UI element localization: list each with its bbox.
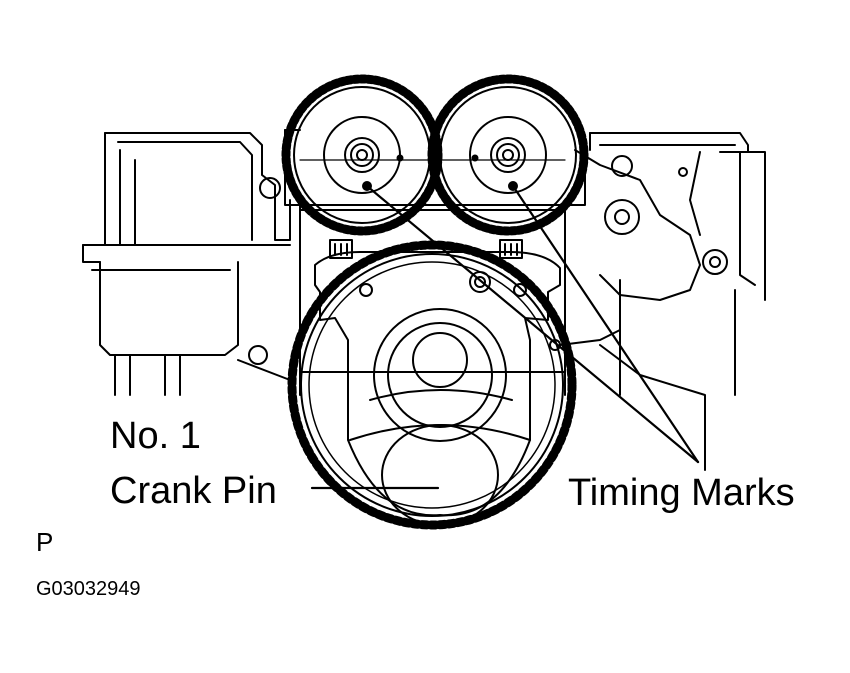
timing-leader-2 bbox=[511, 184, 700, 464]
crank-web bbox=[314, 251, 561, 526]
crank-pin-label: Crank Pin bbox=[110, 470, 277, 512]
figure-id-label: G03032949 bbox=[36, 578, 141, 600]
leader-lines bbox=[310, 184, 700, 490]
view-label: P bbox=[36, 527, 54, 557]
left-housing bbox=[82, 132, 291, 396]
timing-leader-1 bbox=[365, 184, 700, 464]
right-cam-gear bbox=[427, 74, 589, 236]
no1-label: No. 1 bbox=[110, 415, 201, 457]
timing-marks-label: Timing Marks bbox=[568, 472, 795, 514]
left-cam-gear bbox=[281, 74, 443, 236]
right-housing bbox=[559, 132, 766, 471]
